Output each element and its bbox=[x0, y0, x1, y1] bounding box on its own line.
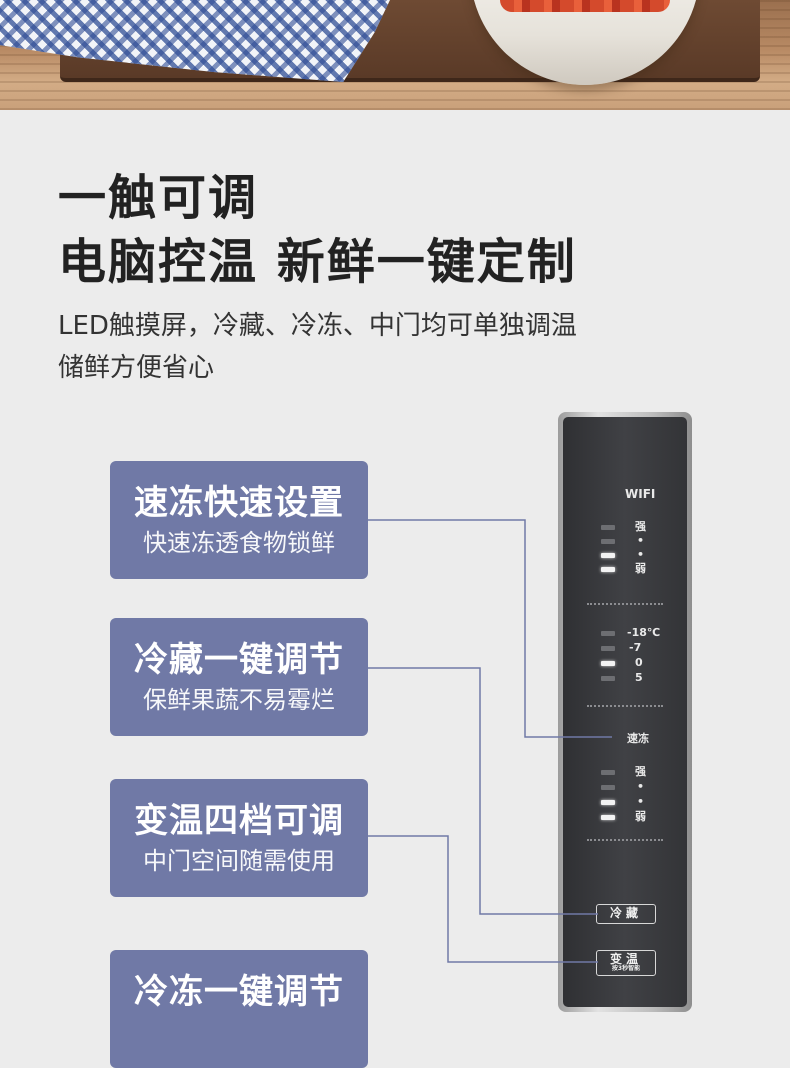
temp-led bbox=[601, 676, 615, 681]
panel-divider bbox=[587, 603, 663, 605]
wifi-led bbox=[601, 567, 615, 572]
temp-label: -7 bbox=[629, 641, 642, 654]
panel-divider bbox=[587, 705, 663, 707]
panel-divider bbox=[587, 839, 663, 841]
freeze-led bbox=[601, 800, 615, 805]
feature-title: 冷藏一键调节 bbox=[134, 640, 344, 680]
variable-button-label: 变温 bbox=[609, 952, 642, 966]
freeze-level-label: 强 bbox=[635, 765, 646, 778]
wifi-level-label: • bbox=[637, 534, 645, 547]
food-photo bbox=[0, 0, 790, 110]
temp-led bbox=[601, 631, 615, 636]
temp-label: 5 bbox=[635, 671, 643, 684]
control-panel: WIFI 强 • • 弱 -18℃ -7 0 5 速冻 强 • • 弱 冷藏 变… bbox=[563, 417, 687, 1007]
wifi-label: WIFI bbox=[625, 487, 656, 501]
feature-card-fridge: 冷藏一键调节 保鲜果蔬不易霉烂 bbox=[110, 618, 368, 736]
wifi-level-label: 弱 bbox=[635, 562, 646, 575]
feature-desc: 中门空间随需使用 bbox=[143, 847, 335, 875]
feature-title: 变温四档可调 bbox=[134, 801, 344, 841]
wifi-led bbox=[601, 539, 615, 544]
feature-title: 速冻快速设置 bbox=[134, 483, 344, 523]
freeze-led bbox=[601, 815, 615, 820]
temp-label: 0 bbox=[635, 656, 643, 669]
feature-card-freezer: 冷冻一键调节 bbox=[110, 950, 368, 1068]
fridge-button[interactable]: 冷藏 bbox=[596, 904, 656, 924]
subtitle-line-1: LED触摸屏，冷藏、冷冻、中门均可单独调温 bbox=[58, 311, 577, 341]
headline-line-2: 电脑控温 新鲜一键定制 bbox=[58, 234, 577, 290]
freeze-level-label: • bbox=[637, 795, 645, 808]
variable-temp-button[interactable]: 变温 按3秒智能 bbox=[596, 950, 656, 976]
feature-desc: 保鲜果蔬不易霉烂 bbox=[143, 686, 335, 714]
feature-card-variable: 变温四档可调 中门空间随需使用 bbox=[110, 779, 368, 897]
checkered-cloth bbox=[0, 0, 390, 82]
freeze-level-label: 弱 bbox=[635, 810, 646, 823]
fridge-button-label: 冷藏 bbox=[609, 906, 642, 920]
wifi-level-label: • bbox=[637, 548, 645, 561]
feature-title: 冷冻一键调节 bbox=[134, 972, 344, 1012]
headline-line-1: 一触可调 bbox=[58, 170, 259, 226]
freeze-level-label: • bbox=[637, 780, 645, 793]
subtitle-line-2: 储鲜方便省心 bbox=[58, 353, 215, 383]
quick-freeze-label[interactable]: 速冻 bbox=[627, 732, 649, 745]
wifi-led bbox=[601, 525, 615, 530]
feature-desc: 快速冻透食物锁鲜 bbox=[143, 529, 335, 557]
freeze-led bbox=[601, 770, 615, 775]
variable-button-hint: 按3秒智能 bbox=[611, 965, 641, 972]
freeze-led bbox=[601, 785, 615, 790]
temp-led bbox=[601, 661, 615, 666]
wifi-level-label: 强 bbox=[635, 520, 646, 533]
temp-label: -18℃ bbox=[627, 626, 661, 639]
wifi-led bbox=[601, 553, 615, 558]
tomato-in-bowl bbox=[500, 0, 670, 12]
feature-card-quick-freeze: 速冻快速设置 快速冻透食物锁鲜 bbox=[110, 461, 368, 579]
temp-led bbox=[601, 646, 615, 651]
